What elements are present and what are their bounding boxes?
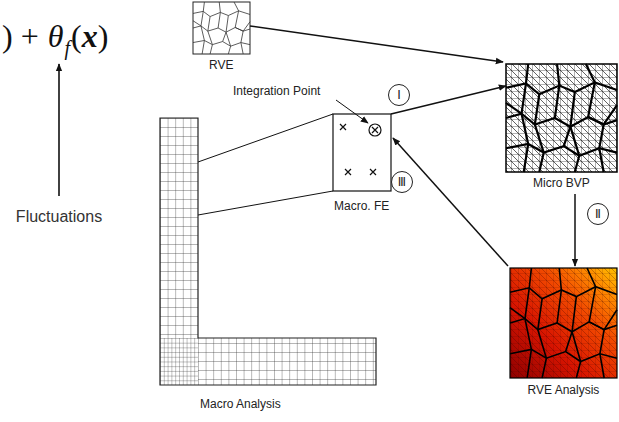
connector <box>198 114 333 215</box>
formula-subscript: f <box>64 37 70 59</box>
node-label: RVE <box>209 58 233 72</box>
formula-part: ( <box>71 18 82 54</box>
macro-element: Macro. FE <box>333 114 391 215</box>
formula-part: ) + <box>2 18 39 54</box>
formula: ) +θf(x) <box>2 16 108 60</box>
macro-mesh <box>160 118 376 385</box>
connector-line <box>198 114 333 162</box>
node-label: RVE Analysis <box>528 383 600 397</box>
callout-text: Integration Point <box>233 84 320 98</box>
pointer-arrow <box>58 64 60 196</box>
connector-line <box>198 191 333 215</box>
formula-part: ) <box>98 18 109 54</box>
step-number: Ⅰ <box>388 84 410 106</box>
node-label: Micro BVP <box>533 176 590 190</box>
rve-picture: RVE <box>193 2 250 74</box>
step-number: Ⅱ <box>587 203 609 225</box>
rve-analysis: RVE Analysis <box>510 268 617 399</box>
node-label: Macro Analysis <box>200 397 281 411</box>
annotation-text: Fluctuations <box>16 208 102 226</box>
result-field <box>510 268 617 378</box>
finite-element <box>333 114 391 191</box>
macro-model: Macro Analysis <box>160 118 376 413</box>
connector <box>393 138 508 266</box>
micro-mesh <box>506 64 617 172</box>
formula-symbol: x <box>82 18 98 54</box>
step-number: Ⅲ <box>391 171 413 193</box>
formula-symbol: θ <box>48 18 64 54</box>
connector-line <box>574 194 576 266</box>
connector <box>575 194 576 266</box>
rve-grains <box>193 2 250 54</box>
leader-arrow <box>336 100 368 123</box>
connector-line <box>393 138 508 266</box>
connector <box>250 26 503 62</box>
micro-bvp: Micro BVP <box>506 64 617 192</box>
node-label: Macro. FE <box>334 199 389 213</box>
connector-line <box>250 26 503 62</box>
